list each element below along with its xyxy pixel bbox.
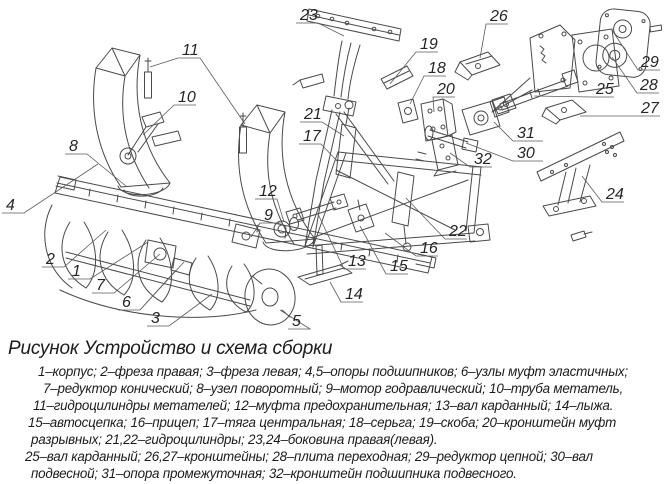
cylinder-22 <box>391 171 415 252</box>
chute-right <box>238 104 316 252</box>
thrower-cylinders <box>144 57 247 154</box>
hydro-motor <box>231 223 261 249</box>
callout-15: 15 <box>390 258 408 275</box>
gearbox-hub <box>153 247 167 261</box>
safety-coupling-12 <box>273 217 299 238</box>
callout-11: 11 <box>182 42 199 59</box>
callout-leaders <box>2 22 660 330</box>
callout-14: 14 <box>345 286 363 303</box>
shackle-hole <box>404 107 412 115</box>
augers <box>44 204 257 318</box>
callout-4: 4 <box>6 197 15 214</box>
parts-list-line-2: 7–редуктор конический; 8–узел поворотный… <box>43 381 623 396</box>
chute-left <box>93 47 171 197</box>
callout-32: 32 <box>474 151 492 168</box>
transition-plate-28 <box>571 28 620 93</box>
callout-7: 7 <box>96 277 106 294</box>
cylinder-21 <box>335 100 357 179</box>
central-tie <box>304 109 395 248</box>
callout-25: 25 <box>595 81 614 98</box>
figure-caption: Рисунок Устройство и схема сборки 1–корп… <box>0 336 669 482</box>
callout-13: 13 <box>348 253 366 270</box>
bevel-gearbox <box>144 239 177 269</box>
callout-29: 29 <box>640 54 659 71</box>
callout-9: 9 <box>264 207 273 224</box>
cardan-shaft-13 <box>285 193 349 225</box>
callout-22: 22 <box>448 223 467 240</box>
callout-2: 2 <box>45 251 55 268</box>
housing-beam <box>54 175 437 274</box>
diagram-linework <box>44 8 663 326</box>
bracket-20 <box>420 98 457 142</box>
parts-list-line-1: 1–корпус; 2–фреза правая; 3–фреза левая;… <box>38 364 628 379</box>
callout-26: 26 <box>489 8 508 25</box>
callout-24: 24 <box>605 186 624 203</box>
callout-16: 16 <box>420 240 438 257</box>
callout-18: 18 <box>428 60 446 77</box>
parts-list-line-5: разрывных; 21,22–гидроцилиндры; 23,24–бо… <box>31 432 438 447</box>
bracket-26 <box>454 51 501 81</box>
clamp-19 <box>380 65 414 90</box>
callout-labels: 1 2 3 4 5 6 7 8 9 10 11 12 13 14 15 16 1… <box>6 7 660 330</box>
callout-19: 19 <box>420 36 438 53</box>
shackle-18 <box>397 98 419 124</box>
support-31 <box>461 93 517 136</box>
skid-14 <box>297 244 353 286</box>
bearing-support <box>119 111 182 165</box>
end-disc <box>244 268 296 326</box>
callout-6: 6 <box>122 294 131 311</box>
parts-list-line-7: подвесной; 31–опора промежуточная; 32–кр… <box>31 466 517 481</box>
motor-hub <box>241 231 251 241</box>
assembly-diagram: 1 2 3 4 5 6 7 8 9 10 11 12 13 14 15 16 1… <box>2 7 663 330</box>
callout-10: 10 <box>178 89 196 106</box>
callout-28: 28 <box>639 77 658 94</box>
bracket-27 <box>541 99 587 125</box>
callout-27: 27 <box>640 100 660 117</box>
figure-title: Рисунок Устройство и схема сборки <box>8 338 333 359</box>
callout-12: 12 <box>259 183 277 200</box>
auto-hitch-15 <box>347 199 375 233</box>
callout-20: 20 <box>436 81 455 98</box>
bracket-32 <box>415 134 459 177</box>
side-panel-right <box>536 131 625 242</box>
driveshaft-25 <box>489 69 579 118</box>
callout-17: 17 <box>303 128 322 145</box>
callout-1: 1 <box>72 263 81 280</box>
callout-23: 23 <box>299 7 318 24</box>
callout-8: 8 <box>69 138 78 155</box>
callout-31: 31 <box>517 125 535 142</box>
side-panel-left <box>292 8 402 117</box>
parts-list-line-3: 11–гидроцилиндры метателей; 12–муфта пре… <box>33 398 614 413</box>
callout-30: 30 <box>517 145 535 162</box>
parts-list-line-4: 15–автосцепка; 16–прицеп; 17–тяга центра… <box>28 415 617 430</box>
callout-3: 3 <box>151 310 160 327</box>
callout-21: 21 <box>303 106 322 123</box>
callout-5: 5 <box>292 313 301 330</box>
parts-list-line-6: 25–вал карданный; 26,27–кронштейны; 28–п… <box>25 449 593 464</box>
clamp-19-inner <box>383 70 410 84</box>
